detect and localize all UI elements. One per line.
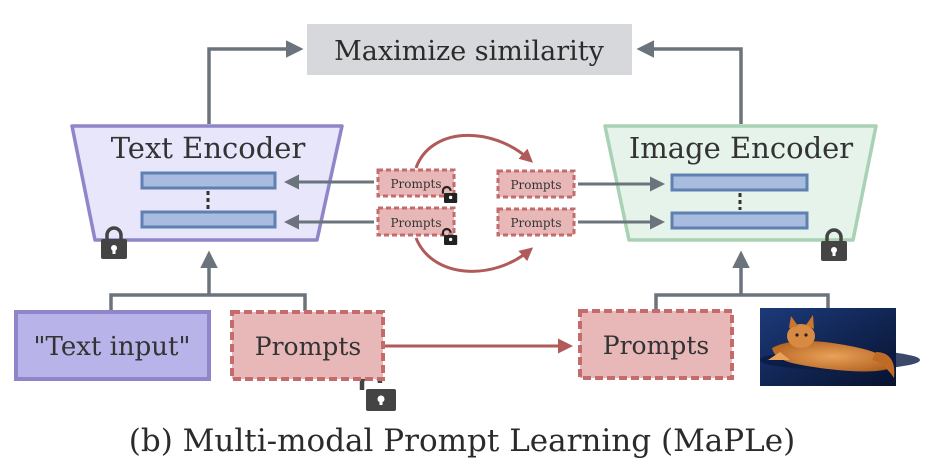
small-prompts: Prompts Prompts Prompts Prompts <box>376 168 576 237</box>
text-prompt-top-label: Prompts <box>390 177 441 191</box>
text-encoder-layer-bottom <box>140 210 277 229</box>
image-prompt-bottom: Prompts <box>496 207 576 237</box>
maximize-similarity-box: Maximize similarity <box>307 24 632 75</box>
image-encoder-label: Image Encoder <box>629 131 853 165</box>
text-encoder-label: Text Encoder <box>111 131 306 165</box>
text-prompts-box: Prompts <box>230 310 385 381</box>
text-encoder: Text Encoder <box>70 124 344 242</box>
text-branch-connector <box>109 293 307 311</box>
image-prompt-top: Prompts <box>496 169 576 199</box>
figure-caption: (b) Multi-modal Prompt Learning (MaPLe) <box>129 423 795 459</box>
top-connectors <box>207 40 743 124</box>
text-prompt-bottom-label: Prompts <box>390 216 441 230</box>
image-encoder: Image Encoder <box>603 124 878 242</box>
image-encoder-layer-bottom <box>670 211 809 230</box>
prompt-injection-arrows <box>284 174 665 230</box>
text-encoder-lock-icon <box>101 226 127 259</box>
text-prompt-bottom: Prompts <box>376 206 456 237</box>
image-prompts-label: Prompts <box>603 331 709 360</box>
text-to-similarity-arrow <box>207 40 304 124</box>
text-prompts-label: Prompts <box>255 332 361 361</box>
image-prompt-bottom-label: Prompts <box>510 216 561 230</box>
image-prompts-box: Prompts <box>578 309 734 380</box>
image-to-similarity-arrow <box>636 40 743 124</box>
text-prompt-bottom-unlock-icon <box>441 227 458 245</box>
text-input-box: "Text input" <box>14 310 211 381</box>
input-connectors <box>109 250 830 311</box>
text-encoder-layer-top <box>140 171 277 190</box>
image-prompt-top-label: Prompts <box>510 178 561 192</box>
image-encoder-lock-icon <box>821 228 847 261</box>
maximize-similarity-label: Maximize similarity <box>334 36 604 67</box>
text-input-label: "Text input" <box>34 332 191 362</box>
coupling-arrows <box>414 133 534 273</box>
coupling-arrow-top <box>414 133 534 169</box>
image-encoder-layer-top <box>670 173 809 192</box>
coupling-arrow-bottom <box>414 237 534 273</box>
text-prompt-top-unlock-icon <box>441 185 458 203</box>
text-prompt-top: Prompts <box>376 168 456 198</box>
cat-photo <box>760 308 920 386</box>
